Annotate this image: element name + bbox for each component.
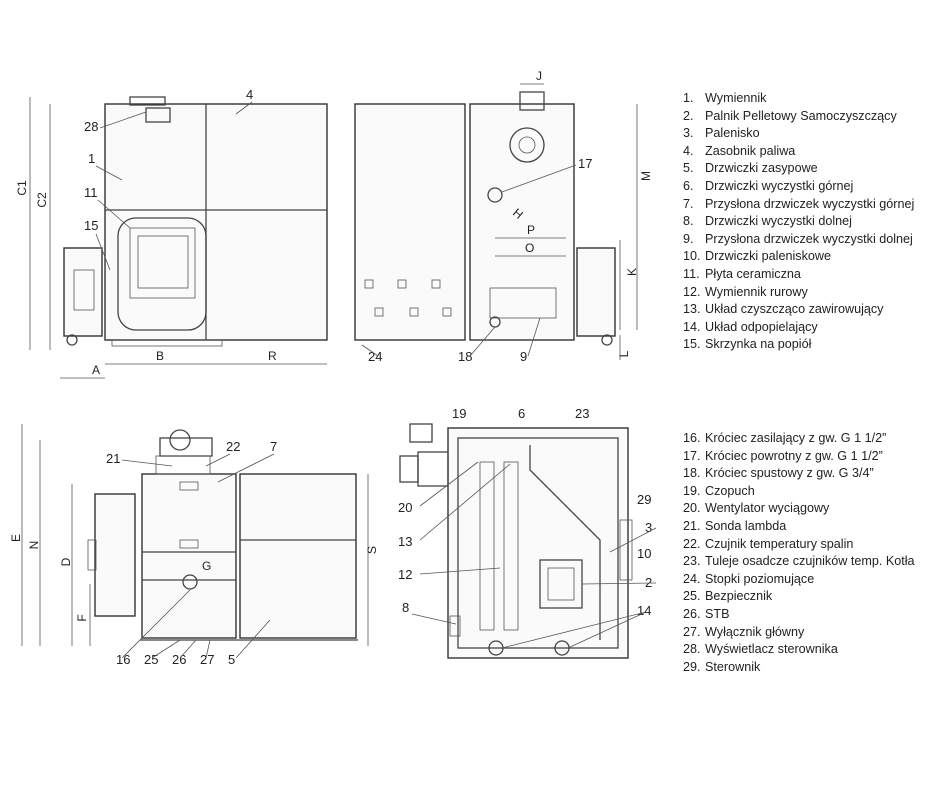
leader-lines	[95, 101, 657, 659]
callout-22: 22	[226, 439, 240, 454]
callout-26: 26	[172, 652, 186, 667]
legend-item: 29.Sterownik	[683, 659, 761, 674]
legend-item: 15.Skrzynka na popiół	[683, 337, 812, 352]
dim-m: M	[639, 171, 653, 181]
callout-27: 27	[200, 652, 214, 667]
legend-item: 2.Palnik Pelletowy Samoczyszczący	[683, 108, 897, 123]
dim-j: J	[536, 69, 542, 83]
callout-25: 25	[144, 652, 158, 667]
dim-r: R	[268, 349, 277, 363]
legend-item: 6.Drzwiczki wyczystki górnej	[683, 178, 854, 193]
callout-28: 28	[84, 119, 98, 134]
legend-item: 1.Wymiennik	[683, 91, 767, 105]
dim-b: B	[156, 349, 164, 363]
callout-5: 5	[228, 652, 235, 667]
callout-4: 4	[246, 87, 253, 102]
legend-item: 23.Tuleje osadcze czujników temp. Kotła	[683, 554, 915, 569]
dim-l: L	[617, 350, 631, 357]
legend-item: 20.Wentylator wyciągowy	[683, 501, 830, 516]
callout-7: 7	[270, 439, 277, 454]
callout-15: 15	[84, 218, 98, 233]
legend-item: 19.Czopuch	[683, 483, 755, 498]
callout-29: 29	[637, 492, 651, 507]
callout-12: 12	[398, 567, 412, 582]
callout-21: 21	[106, 451, 120, 466]
legend-item: 9.Przysłona drzwiczek wyczystki dolnej	[683, 231, 913, 246]
callout-14: 14	[637, 603, 651, 618]
legend-item: 13.Układ czyszcząco zawirowujący	[683, 302, 884, 317]
dim-a: A	[92, 363, 100, 377]
legend-item: 28.Wyświetlacz sterownika	[683, 642, 838, 657]
dim-e: E	[9, 534, 23, 542]
legend-item: 5.Drzwiczki zasypowe	[683, 161, 818, 176]
dim-c2: C2	[35, 192, 49, 208]
legend-item: 11.Płyta ceramiczna	[683, 266, 801, 281]
legend-item: 7.Przysłona drzwiczek wyczystki górnej	[683, 196, 915, 211]
dim-s: S	[365, 546, 379, 554]
legend-item: 12.Wymiennik rurowy	[683, 284, 808, 299]
legend-item: 22.Czujnik temperatury spalin	[683, 536, 854, 551]
callout-19: 19	[452, 406, 466, 421]
callout-2: 2	[645, 575, 652, 590]
callout-3: 3	[645, 520, 652, 535]
callout-24: 24	[368, 349, 382, 364]
dim-g: G	[202, 559, 211, 573]
dim-p: P	[527, 223, 535, 237]
legend-item: 26.STB	[683, 606, 730, 621]
callout-6: 6	[518, 406, 525, 421]
callout-9: 9	[520, 349, 527, 364]
dim-k: K	[625, 268, 639, 276]
callout-23: 23	[575, 406, 589, 421]
legend-item: 3.Palenisko	[683, 126, 760, 141]
callout-17: 17	[578, 156, 592, 171]
legend-item: 4.Zasobnik paliwa	[683, 143, 796, 158]
dim-o: O	[525, 241, 534, 255]
legend-item: 27.Wyłącznik główny	[683, 624, 805, 639]
callout-20: 20	[398, 500, 412, 515]
legend-item: 24.Stopki poziomujące	[683, 571, 815, 586]
dim-f: F	[75, 614, 89, 621]
callout-18: 18	[458, 349, 472, 364]
legend-item: 18.Króciec spustowy z gw. G 3/4”	[683, 466, 874, 481]
side-view	[354, 83, 638, 360]
legend-item: 17.Króciec powrotny z gw. G 1 1/2”	[683, 448, 883, 463]
legend-item: 16.Króciec zasilający z gw. G 1 1/2”	[683, 431, 887, 445]
legend-item: 10.Drzwiczki paleniskowe	[683, 249, 831, 264]
callout-10: 10	[637, 546, 651, 561]
hopper-side-view	[21, 424, 369, 646]
legend-top: 1.Wymiennik 2.Palnik Pelletowy Samoczysz…	[683, 90, 914, 354]
dim-c1: C1	[15, 180, 29, 196]
callout-13: 13	[398, 534, 412, 549]
dim-d: D	[59, 557, 73, 566]
legend-item: 8.Drzwiczki wyczystki dolnej	[683, 214, 852, 229]
legend-item: 14.Układ odpopielający	[683, 319, 818, 334]
legend-item: 21.Sonda lambda	[683, 518, 787, 533]
cross-section-view	[399, 423, 633, 659]
callout-1: 1	[88, 151, 95, 166]
dim-n: N	[27, 541, 41, 550]
legend-bottom: 16.Króciec zasilający z gw. G 1 1/2” 17.…	[683, 430, 915, 676]
callout-11: 11	[84, 185, 98, 200]
legend-item: 25.Bezpiecznik	[683, 589, 773, 604]
front-view	[29, 96, 328, 379]
callout-8: 8	[402, 600, 409, 615]
callout-16: 16	[116, 652, 130, 667]
